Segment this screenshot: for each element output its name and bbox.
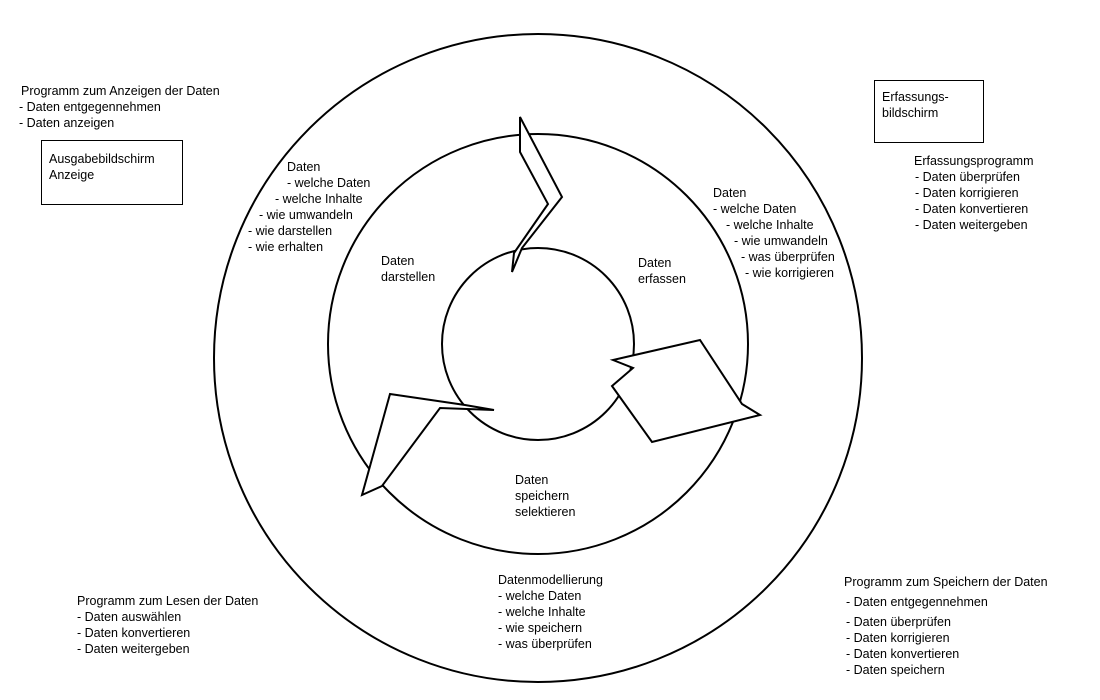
output-screen-box: Ausgabebildschirm Anzeige (41, 140, 183, 205)
read-program-title: Programm zum Lesen der Daten (77, 594, 259, 608)
ring-right-title: Daten (713, 186, 747, 200)
inner-left-line: Daten (381, 254, 415, 268)
inner-circle (441, 247, 635, 441)
data-modeling-text: Datenmodellierung - welche Daten - welch… (498, 572, 603, 652)
ring-right-item: - was überprüfen (741, 250, 835, 264)
inner-bottom-line: speichern (515, 489, 570, 503)
data-modeling-title: Datenmodellierung (498, 573, 603, 587)
ring-right-item: - wie umwandeln (734, 234, 828, 248)
capture-program-item: - Daten konvertieren (915, 202, 1029, 216)
ring-right-item: - welche Inhalte (726, 218, 814, 232)
display-program-item: - Daten anzeigen (19, 116, 115, 130)
top-arrow (511, 116, 564, 273)
input-screen-label: Erfassungs- (882, 90, 949, 104)
middle-ring-circle (327, 133, 749, 555)
right-arrow (609, 338, 763, 444)
read-program-text: Programm zum Lesen der Daten - Daten aus… (77, 593, 258, 657)
left-arrow (360, 392, 495, 497)
store-program-item: - Daten konvertieren (846, 647, 960, 661)
inner-bottom-label: Daten speichern selektieren (515, 472, 575, 520)
ring-left-title: Daten (287, 160, 321, 174)
ring-left-item: - wie umwandeln (259, 208, 353, 222)
capture-program-item: - Daten korrigieren (915, 186, 1019, 200)
display-program-text: Programm zum Anzeigen der Daten - Daten … (19, 83, 220, 131)
display-program-item: - Daten entgegennehmen (19, 100, 161, 114)
inner-bottom-line: Daten (515, 473, 549, 487)
ring-left-item: - wie erhalten (248, 240, 324, 254)
outer-ring-circle (213, 33, 863, 683)
store-program-title: Programm zum Speichern der Daten (844, 575, 1048, 589)
inner-right-line: Daten (638, 256, 672, 270)
ring-left-item: - welche Daten (287, 176, 371, 190)
capture-program-title: Erfassungsprogramm (914, 154, 1034, 168)
inner-left-label: Daten darstellen (381, 253, 435, 285)
data-modeling-item: - welche Inhalte (498, 605, 586, 619)
data-modeling-item: - wie speichern (498, 621, 583, 635)
display-program-title: Programm zum Anzeigen der Daten (21, 84, 220, 98)
read-program-item: - Daten konvertieren (77, 626, 191, 640)
ring-right-item: - welche Daten (713, 202, 797, 216)
data-modeling-item: - welche Daten (498, 589, 582, 603)
inner-bottom-line: selektieren (515, 505, 576, 519)
store-program-item: - Daten entgegennehmen (846, 595, 988, 609)
data-modeling-item: - was überprüfen (498, 637, 592, 651)
input-screen-label: bildschirm (882, 106, 939, 120)
inner-left-line: darstellen (381, 270, 436, 284)
read-program-item: - Daten auswählen (77, 610, 182, 624)
read-program-item: - Daten weitergeben (77, 642, 190, 656)
store-program-item: - Daten korrigieren (846, 631, 950, 645)
store-program-item: - Daten überprüfen (846, 615, 951, 629)
ring-left-item: - wie darstellen (248, 224, 333, 238)
output-screen-label: Anzeige (49, 168, 95, 182)
capture-program-item: - Daten weitergeben (915, 218, 1028, 232)
output-screen-label: Ausgabebildschirm (49, 152, 155, 166)
store-program-item: - Daten speichern (846, 663, 945, 677)
inner-right-line: erfassen (638, 272, 686, 286)
capture-program-text: Erfassungsprogramm - Daten überprüfen - … (914, 153, 1034, 233)
inner-right-label: Daten erfassen (638, 255, 686, 287)
ring-left-item: - welche Inhalte (275, 192, 363, 206)
store-program-text: Programm zum Speichern der Daten - Daten… (844, 574, 1048, 678)
ring-right-item: - wie korrigieren (745, 266, 834, 280)
input-screen-box: Erfassungs- bildschirm (874, 80, 984, 143)
capture-program-item: - Daten überprüfen (915, 170, 1020, 184)
